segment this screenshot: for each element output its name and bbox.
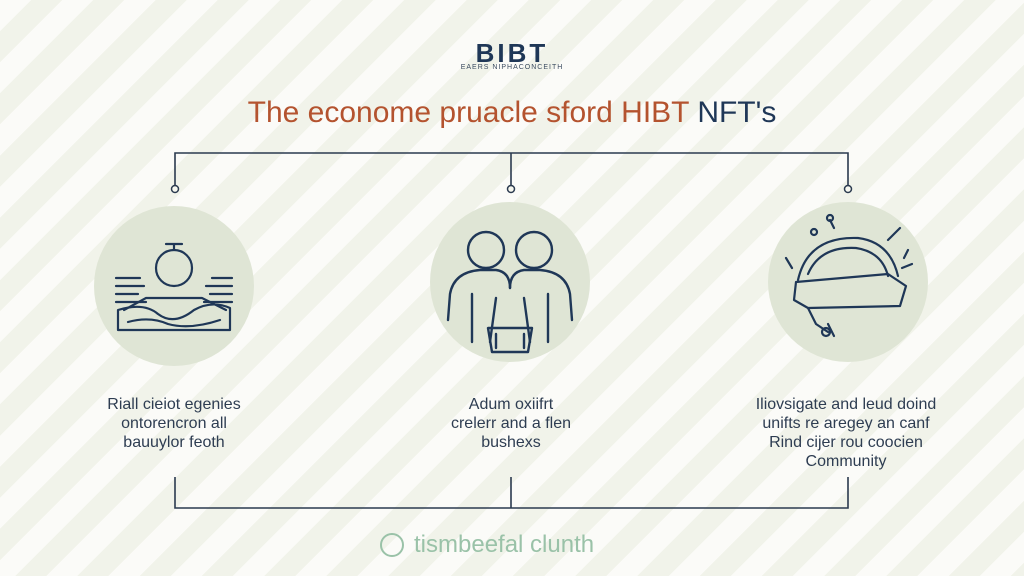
connector-node-center [506, 184, 516, 194]
caption-line: bauuylor feoth [123, 434, 225, 451]
caption-line: bushexs [481, 434, 541, 451]
caption-line: Community [805, 453, 887, 470]
title-accent-text: NFT's [697, 96, 777, 129]
caption-left: Riall cieiot egenies ontorencron all bau… [44, 395, 304, 452]
feature-circle-right [768, 202, 928, 362]
footer-text: tismbeefal clunth [414, 531, 595, 558]
brand-subtitle: EAERS NIPHACONCEITH [460, 64, 564, 71]
brand-logo: BIBT [475, 38, 549, 68]
caption-line: unifts re aregey an canf [762, 415, 930, 432]
connector-node-right [843, 184, 853, 194]
ring-icon [380, 533, 404, 557]
caption-center: Adum oxiifrt crelerr and a flen bushexs [381, 395, 641, 452]
diagram-title: The econome pruacle sford HIBT NFT's [0, 96, 1024, 130]
caption-right: Iliovsigate and leud doind unifts re are… [716, 395, 976, 471]
footer: tismbeefal clunth [380, 528, 594, 562]
feature-circle-center [430, 202, 590, 362]
caption-line: Rind cijer rou coocien [769, 434, 923, 451]
caption-line: crelerr and a flen [450, 415, 572, 432]
caption-line: ontorencron all [121, 415, 227, 432]
people-group-icon [446, 230, 574, 354]
caption-line: Adum oxiifrt [468, 396, 554, 413]
title-main-text: The econome pruacle sford HIBT [247, 96, 689, 129]
landscape-gauge-icon [114, 242, 234, 332]
vehicle-machine-icon [784, 213, 914, 338]
caption-line: Riall cieiot egenies [107, 396, 241, 413]
feature-circle-left [94, 206, 254, 366]
connector-node-left [170, 184, 180, 194]
caption-line: Iliovsigate and leud doind [755, 396, 937, 413]
